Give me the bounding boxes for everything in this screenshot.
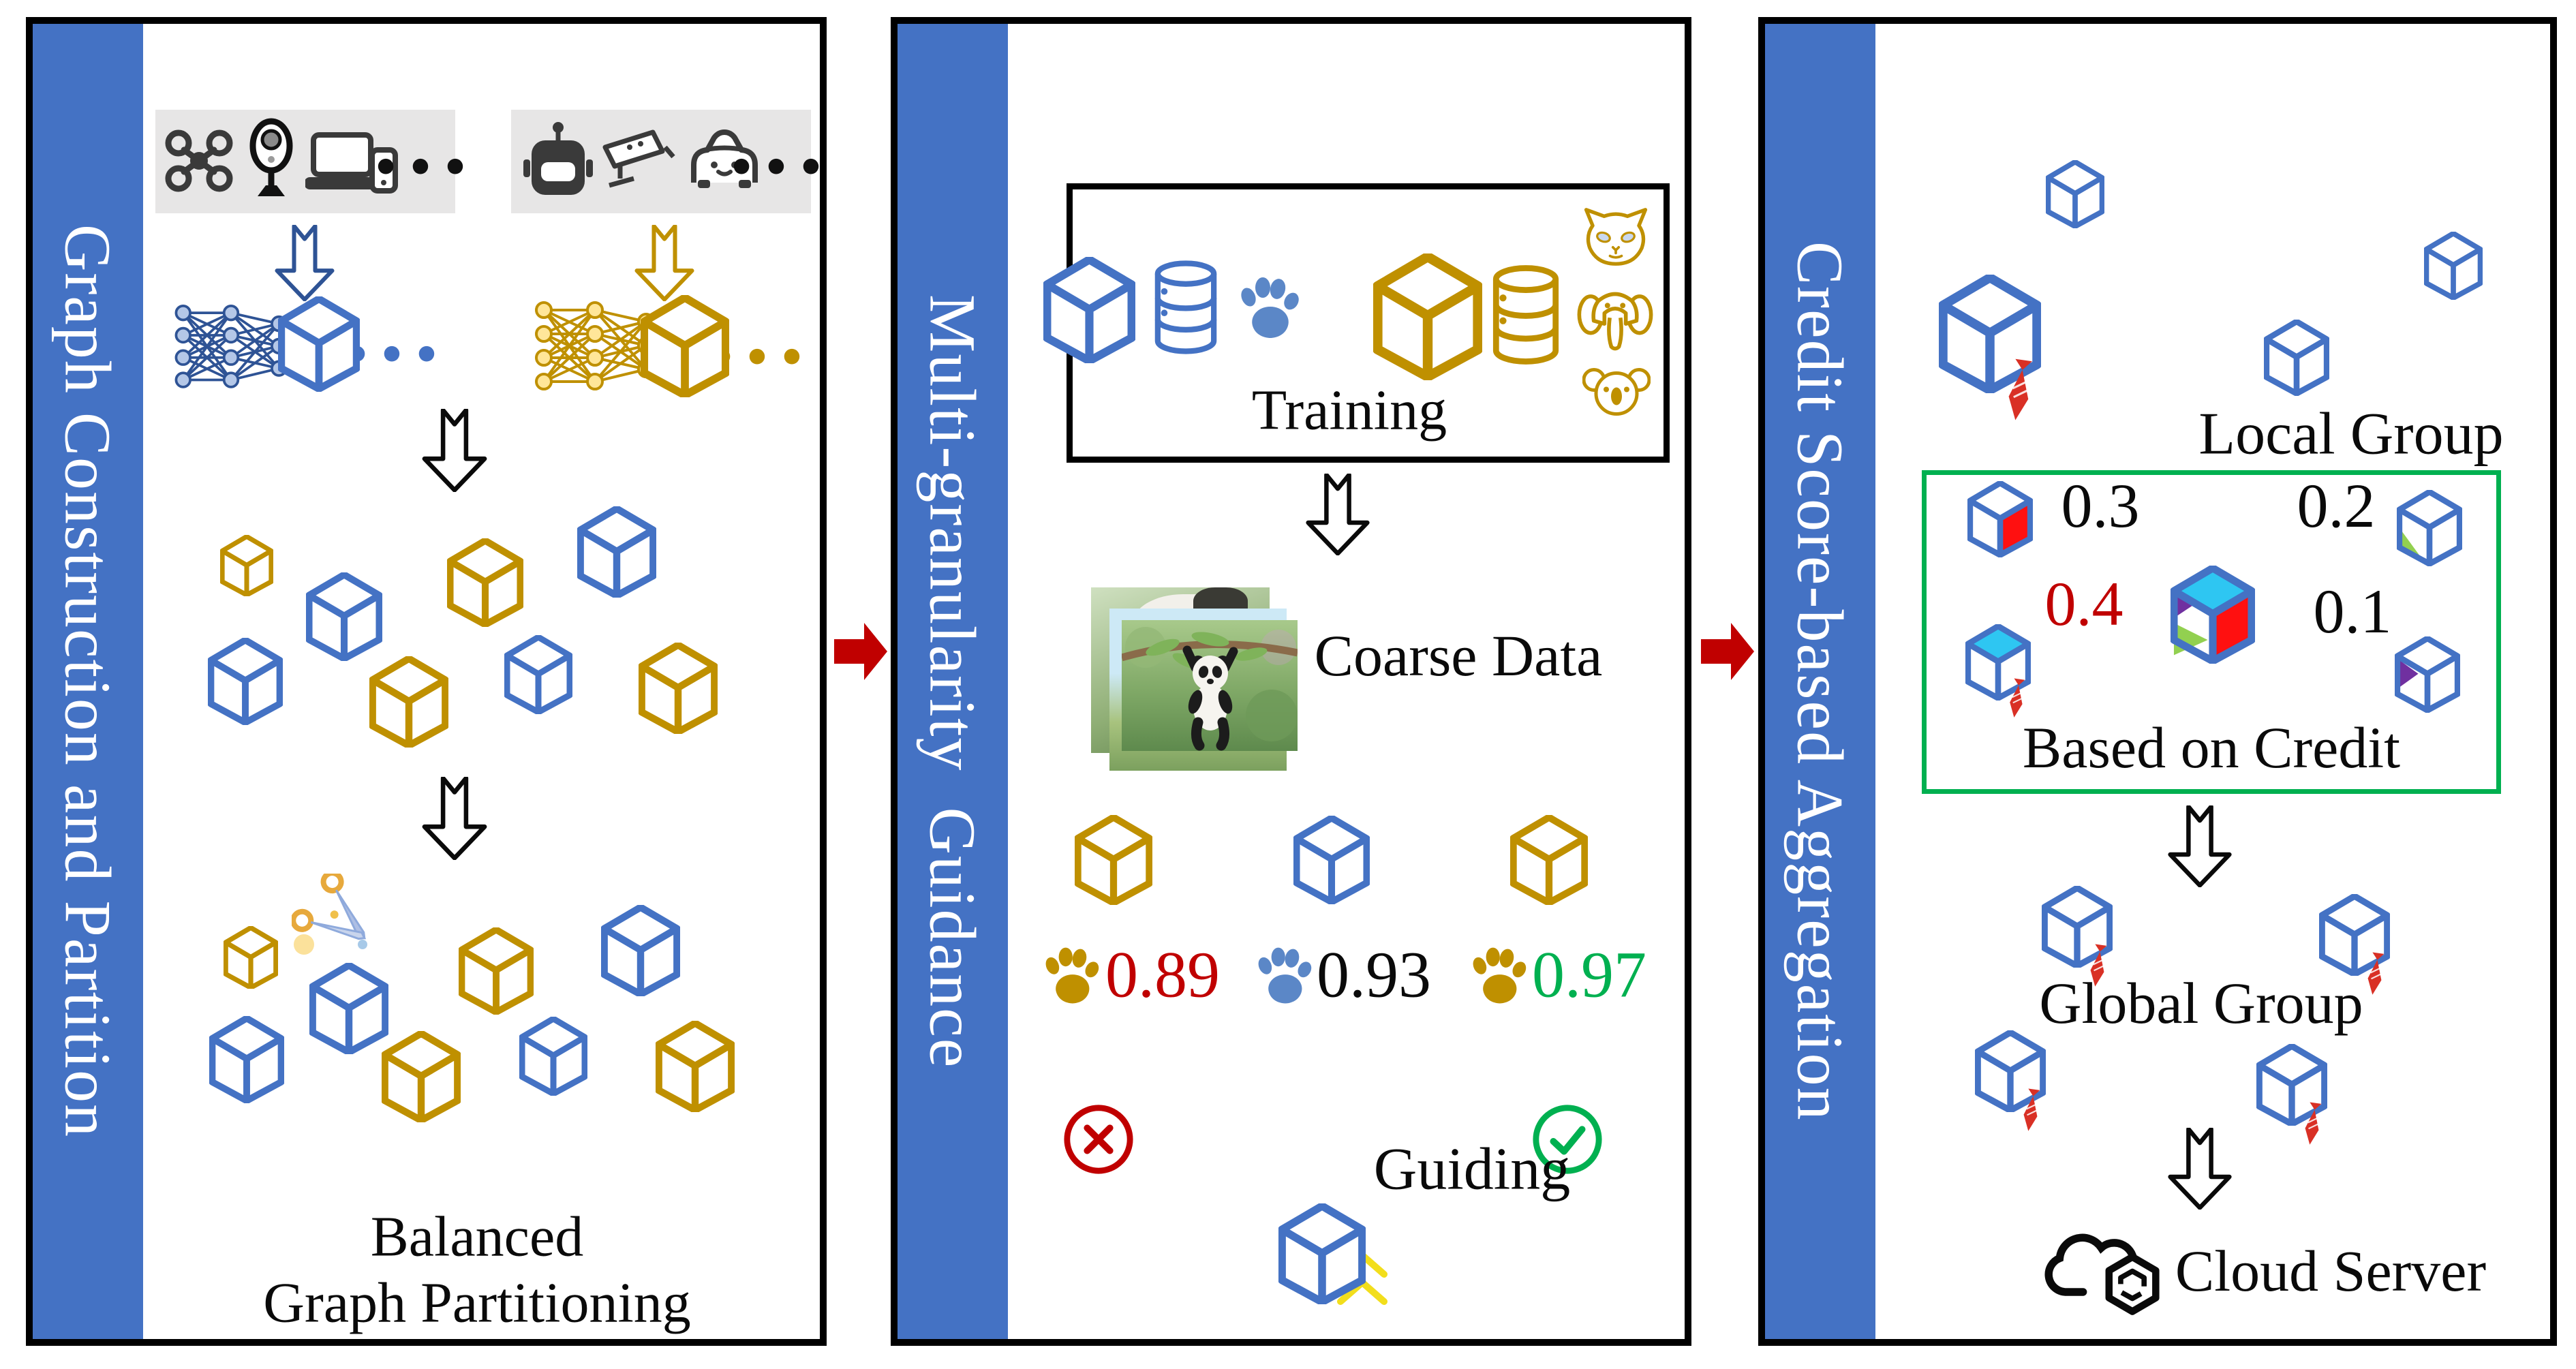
red-tie-icon <box>2008 358 2032 420</box>
hollow-arrow-down-icon <box>422 409 487 492</box>
cube-node <box>369 656 448 748</box>
cube-node <box>1075 814 1152 906</box>
cube-node <box>1967 481 2033 557</box>
caption-balanced: Balanced <box>370 1205 584 1269</box>
red-tie-icon <box>2367 952 2384 995</box>
cube-node <box>504 635 572 714</box>
hollow-arrow-down-icon <box>275 225 335 301</box>
middle-title-text: Multi-granularity Guidance <box>916 294 990 1069</box>
drone-icon <box>165 129 233 192</box>
cube-node <box>519 1017 587 1096</box>
cube-node <box>2256 1043 2327 1126</box>
paw-icon <box>1045 947 1099 1004</box>
scissors-icon <box>292 874 367 955</box>
right-title-text: Credit Score-based Aggregation <box>1783 241 1857 1122</box>
block-arrow-right-icon <box>1701 623 1754 680</box>
cube-node <box>1939 275 2041 393</box>
cube-node <box>1975 1030 2046 1113</box>
hollow-arrow-down-icon <box>634 225 694 301</box>
sidebar-left-title: Graph Construction and Partition <box>33 24 143 1339</box>
left-title-text: Graph Construction and Partition <box>51 224 125 1139</box>
red-tie-icon <box>2305 1102 2321 1145</box>
cctv-camera-icon <box>602 129 675 188</box>
cube-node <box>459 927 534 1015</box>
red-tie-icon <box>2023 1088 2040 1131</box>
koala-icon <box>1582 368 1651 416</box>
label-training: Training <box>1251 378 1447 442</box>
red-tie-icon <box>2010 678 2025 718</box>
cube-node <box>1043 256 1135 364</box>
cube-node <box>2424 232 2483 300</box>
cube-node <box>2397 490 2462 566</box>
cube-node <box>2319 893 2390 976</box>
label-guiding: Guiding <box>1373 1136 1571 1203</box>
score-value: 0.89 <box>1105 938 1220 1011</box>
hollow-arrow-down-icon <box>2168 805 2232 887</box>
cube-node <box>577 506 656 598</box>
hollow-arrow-down-icon <box>1306 474 1370 555</box>
cross-circle-icon <box>1064 1105 1133 1174</box>
paw-icon <box>1473 947 1527 1004</box>
hollow-arrow-down-icon <box>2168 1128 2232 1210</box>
database-icon <box>1492 265 1559 365</box>
score-value: 0.97 <box>1532 938 1646 1011</box>
cube-node <box>1278 1203 1366 1305</box>
cube-node <box>208 638 283 725</box>
cube-node <box>2264 320 2329 396</box>
paw-icon <box>1241 277 1299 338</box>
label-local-group: Local Group <box>2198 401 2504 467</box>
panda-photo <box>1122 620 1298 751</box>
cube-node <box>278 296 360 392</box>
weight-value: 0.1 <box>2313 576 2392 646</box>
check-circle-icon <box>1533 1105 1602 1174</box>
ellipsis-icon: ••• <box>371 143 476 194</box>
elephant-icon <box>1577 292 1653 351</box>
cube-node <box>447 538 523 627</box>
hollow-arrow-down-icon <box>422 777 487 860</box>
paw-icon <box>1258 947 1312 1004</box>
cube-node <box>306 572 382 661</box>
label-global-group: Global Group <box>2039 970 2363 1036</box>
label-coarse-data: Coarse Data <box>1314 623 1603 688</box>
cloud-server-icon <box>2044 1233 2160 1315</box>
cube-node <box>1293 816 1370 904</box>
cube-node <box>224 925 278 989</box>
caption-graph-partitioning: Graph Partitioning <box>263 1271 691 1335</box>
cube-node <box>382 1030 461 1123</box>
car-icon <box>691 129 758 188</box>
weight-value: 0.4 <box>2044 569 2123 639</box>
score-value: 0.93 <box>1317 938 1431 1011</box>
cube-node <box>641 294 729 398</box>
sidebar-middle-title: Multi-granularity Guidance <box>898 24 1008 1339</box>
sidebar-right-title: Credit Score-based Aggregation <box>1765 24 1875 1339</box>
neural-network-icon <box>174 304 288 388</box>
cube-node <box>309 962 388 1055</box>
ellipsis-icon: ••• <box>727 143 832 194</box>
cube-node <box>1373 253 1482 380</box>
red-tie-icon <box>2090 944 2106 987</box>
cube-node <box>1965 624 2031 701</box>
cube-node <box>2395 636 2460 713</box>
weight-value: 0.3 <box>2061 471 2140 540</box>
label-cloud-server: Cloud Server <box>2175 1238 2487 1304</box>
cube-node <box>209 1016 284 1103</box>
cat-icon <box>1584 208 1648 266</box>
cube-node <box>601 904 680 997</box>
cube-node <box>656 1020 735 1113</box>
block-arrow-right-icon <box>834 623 887 680</box>
webcam-icon <box>249 118 293 196</box>
cube-node <box>2171 566 2255 664</box>
weight-value: 0.2 <box>2297 471 2376 540</box>
cube-node <box>639 642 718 735</box>
label-based-on-credit: Based on Credit <box>2022 715 2401 780</box>
cube-node <box>2042 885 2113 968</box>
cube-node <box>1510 814 1588 906</box>
laptop-phone-icon <box>305 132 398 194</box>
database-icon <box>1154 260 1217 354</box>
cube-node <box>220 534 273 597</box>
cube-node <box>2046 160 2104 228</box>
robot-icon <box>523 122 593 195</box>
